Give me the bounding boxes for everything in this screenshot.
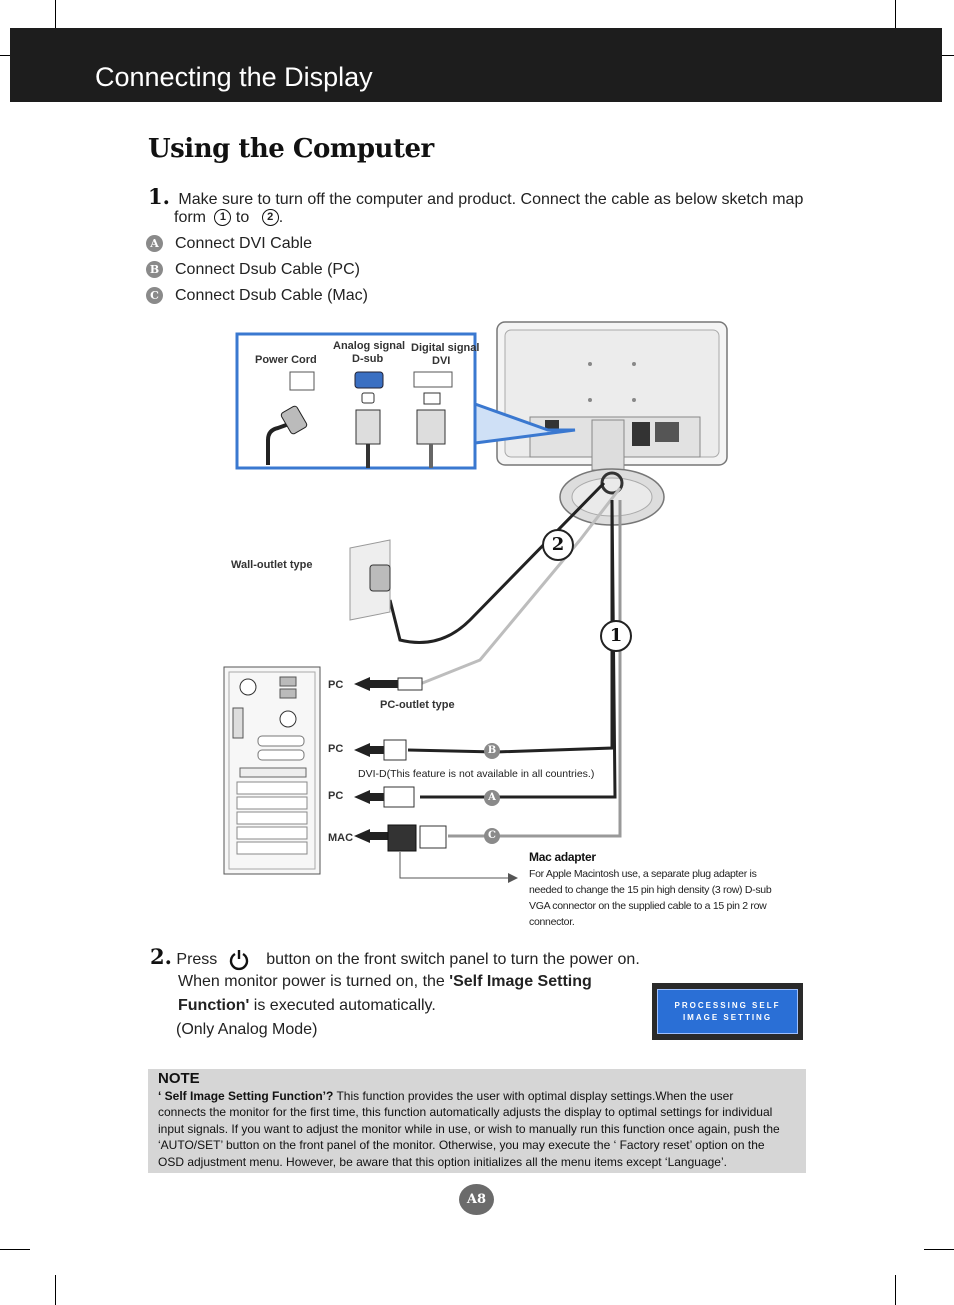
- step-1-to-word: to: [235, 209, 250, 226]
- note-line: This function provides the user with opt…: [333, 1089, 734, 1103]
- step-2: 2. Press button on the front switch pane…: [150, 944, 640, 971]
- page-number-badge: A8: [459, 1184, 494, 1215]
- connection-item-a: A Connect DVI Cable: [146, 235, 312, 253]
- power-icon: [229, 949, 248, 970]
- note-line: ‘AUTO/SET’ button on the front panel of …: [158, 1138, 765, 1153]
- header-bar: [10, 28, 942, 102]
- note-box: [148, 1069, 806, 1173]
- note-line: connects the monitor for the first time,…: [158, 1105, 773, 1120]
- step-1-from-number: 1: [214, 209, 232, 227]
- pc-label: PC: [328, 679, 344, 691]
- pc-label: PC: [328, 743, 344, 755]
- step-1-text: Make sure to turn off the computer and p…: [178, 191, 804, 208]
- marker-b: B: [484, 743, 500, 759]
- step-2-number: 2.: [150, 944, 172, 969]
- note-line: OSD adjustment menu. However, be aware t…: [158, 1154, 727, 1169]
- digital-signal-label: Digital signal: [411, 342, 480, 354]
- page-header-title: Connecting the Display: [95, 62, 373, 92]
- crop-mark: [0, 1249, 30, 1250]
- osd-line-2: IMAGE SETTING: [682, 1013, 773, 1022]
- crop-mark: [924, 1249, 954, 1250]
- osd-line-1: PROCESSING SELF: [674, 1001, 781, 1010]
- note-line: input signals. If you want to adjust the…: [158, 1121, 780, 1136]
- pc-connectors: [354, 677, 518, 883]
- dvi-label: DVI: [432, 355, 451, 367]
- note-title: NOTE: [158, 1070, 200, 1087]
- letter-a-badge: A: [146, 235, 163, 253]
- crop-mark: [895, 0, 896, 30]
- note-lead: ‘ Self Image Setting Function’?: [158, 1089, 334, 1103]
- function-bold: Function': [178, 997, 250, 1014]
- step-1-line-2: form 1 to 2.: [174, 209, 283, 227]
- connector-callout: [235, 332, 576, 470]
- crop-mark: [55, 1275, 56, 1305]
- crop-mark: [55, 0, 56, 30]
- letter-c-badge: C: [146, 287, 163, 305]
- mac-adapter-line: needed to change the 15 pin high density…: [529, 884, 772, 896]
- wall-outlet: [349, 539, 391, 621]
- step-1-form-word: form: [174, 209, 206, 226]
- power-cord-label: Power Cord: [255, 354, 317, 366]
- step-2-line-4: (Only Analog Mode): [176, 1021, 318, 1038]
- step-2-line-3: Function' is executed automatically.: [178, 997, 436, 1015]
- step-2-line-2-text: When monitor power is turned on, the: [178, 973, 445, 990]
- letter-b-badge: B: [146, 261, 163, 279]
- pc-tower: [223, 666, 321, 875]
- dsub-label: D-sub: [352, 353, 384, 365]
- step-1-number: 1.: [148, 184, 170, 209]
- marker-1: 1: [600, 620, 632, 652]
- step-2-text: button on the front switch panel to turn…: [266, 951, 640, 968]
- monitor-back: [496, 321, 728, 526]
- marker-a: A: [484, 790, 500, 806]
- step-1: 1. Make sure to turn off the computer an…: [148, 184, 803, 209]
- pc-outlet-label: PC-outlet type: [380, 699, 455, 711]
- section-title: Using the Computer: [148, 134, 434, 164]
- connection-item-b: B Connect Dsub Cable (PC): [146, 261, 360, 279]
- mac-adapter-title: Mac adapter: [529, 850, 596, 864]
- step-1-to-number: 2: [261, 209, 279, 227]
- step-1-period: .: [278, 209, 284, 226]
- self-image-setting-bold: 'Self Image Setting: [449, 973, 592, 990]
- dvi-note: DVI-D(This feature is not available in a…: [358, 768, 595, 780]
- step-2-press: Press: [176, 951, 218, 968]
- note-text: ‘ Self Image Setting Function’? This fun…: [158, 1088, 806, 1170]
- connection-a-label: Connect DVI Cable: [175, 235, 312, 252]
- connection-b-label: Connect Dsub Cable (PC): [175, 261, 360, 278]
- step-2-line-2: When monitor power is turned on, the 'Se…: [178, 973, 592, 991]
- mac-adapter-line: connector.: [529, 916, 575, 928]
- mac-adapter-line: For Apple Macintosh use, a separate plug…: [529, 868, 757, 880]
- connection-item-c: C Connect Dsub Cable (Mac): [146, 287, 368, 305]
- osd-message-box: PROCESSING SELF IMAGE SETTING: [652, 983, 803, 1040]
- mac-adapter-line: VGA connector on the supplied cable to a…: [529, 900, 767, 912]
- mac-label: MAC: [328, 832, 354, 844]
- marker-2: 2: [542, 529, 574, 561]
- osd-message: PROCESSING SELF IMAGE SETTING: [657, 989, 798, 1034]
- analog-signal-label: Analog signal: [333, 340, 406, 352]
- connection-c-label: Connect Dsub Cable (Mac): [175, 287, 368, 304]
- pc-label: PC: [328, 790, 344, 802]
- marker-c: C: [484, 828, 500, 844]
- crop-mark: [895, 1275, 896, 1305]
- step-2-line-3-text: is executed automatically.: [253, 997, 436, 1014]
- wall-outlet-label: Wall-outlet type: [231, 559, 313, 571]
